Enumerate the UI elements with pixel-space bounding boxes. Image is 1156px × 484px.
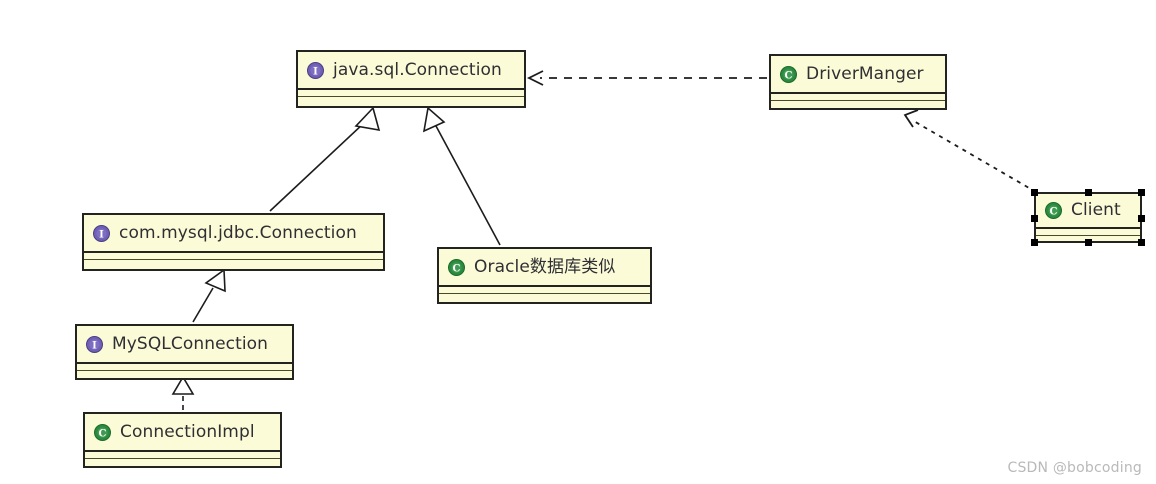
uml-operations-compartment: [439, 293, 650, 299]
uml-node-mysql-connection[interactable]: I MySQLConnection: [75, 324, 294, 380]
uml-attributes-compartment: [1036, 227, 1140, 235]
class-icon: C: [1045, 202, 1062, 219]
edge-generalization-oracle-to-connection[interactable]: [422, 106, 501, 246]
selection-handle-top-left[interactable]: [1031, 189, 1038, 196]
selection-handle-middle-right[interactable]: [1138, 214, 1145, 222]
uml-operations-compartment: [1036, 235, 1140, 241]
uml-node-com-mysql-jdbc-connection[interactable]: I com.mysql.jdbc.Connection: [82, 213, 385, 271]
uml-node-title: C Oracle数据库类似: [439, 249, 650, 285]
edge-generalization-mysqlconnection-to-mysqljdbc[interactable]: [192, 268, 226, 323]
uml-attributes-compartment: [85, 450, 280, 458]
uml-operations-compartment: [85, 458, 280, 464]
selection-handle-middle-left[interactable]: [1031, 214, 1038, 222]
class-icon: C: [94, 423, 111, 441]
edge-generalization-mysqljdbc-to-connection[interactable]: [269, 106, 381, 212]
selection-handle-top-right[interactable]: [1138, 189, 1145, 196]
uml-node-title: I java.sql.Connection: [298, 52, 524, 88]
svg-text:C: C: [453, 263, 461, 274]
uml-node-title: C DriverManger: [771, 56, 945, 92]
uml-node-name: java.sql.Connection: [333, 59, 502, 80]
interface-icon: I: [86, 335, 103, 353]
uml-operations-compartment: [84, 259, 383, 265]
watermark-text: CSDN @bobcoding: [1007, 460, 1142, 476]
uml-node-client[interactable]: C Client: [1031, 189, 1145, 246]
uml-node-java-sql-connection[interactable]: I java.sql.Connection: [296, 50, 526, 108]
edge-dependency-drivermanger-to-connection[interactable]: [526, 70, 767, 86]
uml-attributes-compartment: [439, 285, 650, 293]
uml-operations-compartment: [77, 370, 292, 376]
uml-attributes-compartment: [77, 362, 292, 370]
interface-icon: I: [93, 224, 110, 242]
svg-text:I: I: [99, 229, 104, 240]
svg-text:I: I: [313, 66, 318, 77]
uml-attributes-compartment: [84, 251, 383, 259]
svg-text:C: C: [99, 428, 107, 439]
edge-realization-connectionimpl-to-mysqlconnection[interactable]: [171, 375, 195, 410]
selection-handle-top-center[interactable]: [1085, 189, 1092, 196]
svg-text:I: I: [92, 340, 97, 351]
uml-node-title: C ConnectionImpl: [85, 414, 280, 450]
uml-node-name: MySQLConnection: [112, 333, 269, 354]
edge-dependency-client-to-drivermanger[interactable]: [903, 109, 1037, 193]
selection-handle-bottom-right[interactable]: [1138, 239, 1145, 246]
uml-attributes-compartment: [771, 92, 945, 100]
svg-text:C: C: [1050, 206, 1058, 217]
uml-attributes-compartment: [298, 88, 524, 96]
interface-icon: I: [307, 61, 324, 79]
uml-node-name: Oracle数据库类似: [474, 256, 616, 277]
selection-handle-bottom-center[interactable]: [1085, 239, 1092, 246]
uml-node-title: I com.mysql.jdbc.Connection: [84, 215, 383, 251]
uml-operations-compartment: [298, 96, 524, 102]
uml-node-oracle-db[interactable]: C Oracle数据库类似: [437, 247, 652, 304]
uml-node-name: DriverManger: [806, 63, 924, 84]
uml-node-title: C Client: [1036, 194, 1140, 227]
svg-text:C: C: [785, 70, 793, 81]
uml-node-name: Client: [1071, 200, 1121, 220]
uml-node-connection-impl[interactable]: C ConnectionImpl: [83, 412, 282, 468]
uml-node-name: ConnectionImpl: [120, 421, 255, 442]
class-icon: C: [780, 65, 797, 83]
selection-handle-bottom-left[interactable]: [1031, 239, 1038, 246]
uml-node-name: com.mysql.jdbc.Connection: [119, 222, 357, 243]
uml-node-title: I MySQLConnection: [77, 326, 292, 362]
class-icon: C: [448, 258, 465, 276]
uml-node-driver-manger[interactable]: C DriverManger: [769, 54, 947, 110]
uml-operations-compartment: [771, 100, 945, 106]
